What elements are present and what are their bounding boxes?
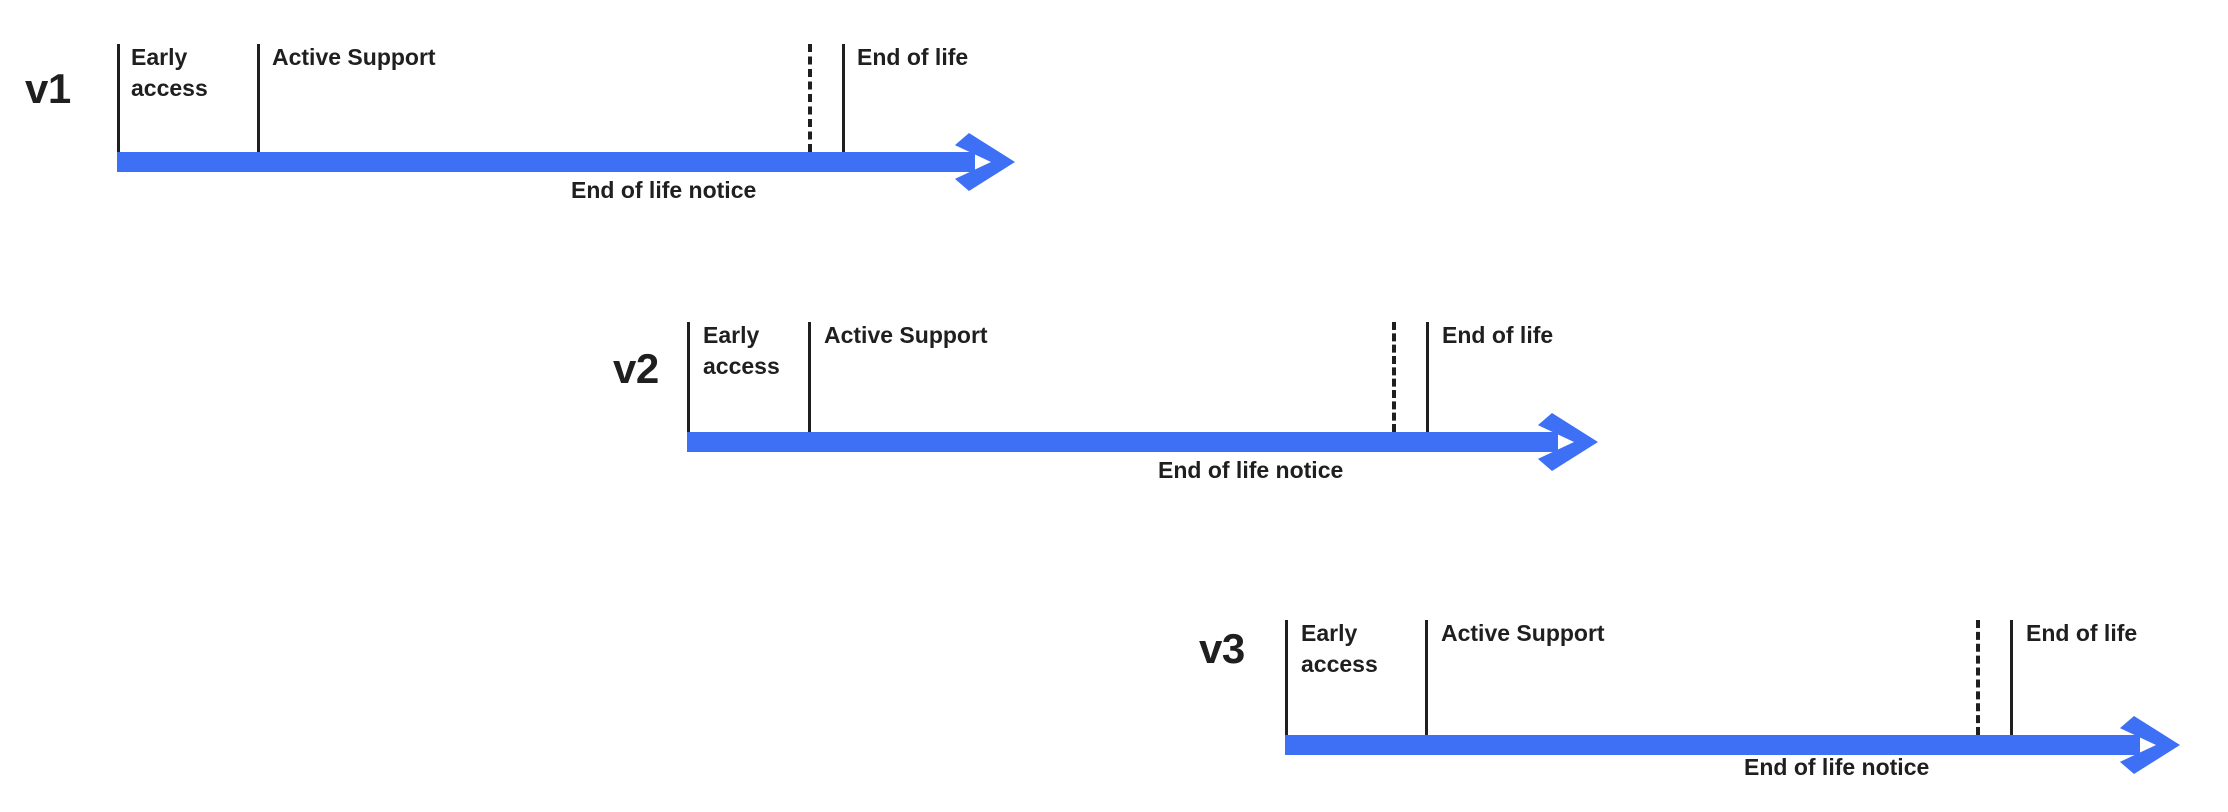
end-of-life-notice-divider: [1392, 322, 1396, 432]
phase-divider-early-access: [117, 44, 120, 152]
phase-divider-active-support: [257, 44, 260, 152]
phase-label-active-support: Active Support: [1441, 620, 1605, 646]
phase-divider-end-of-life: [2010, 620, 2013, 735]
phase-divider-end-of-life: [842, 44, 845, 152]
phase-label-early-access: Early access: [1301, 620, 1378, 677]
phase-label-early-access: Early access: [131, 44, 208, 101]
phase-label-early-access: Early access: [703, 322, 780, 379]
end-of-life-notice-divider: [1976, 620, 1980, 735]
phase-label-active-support: Active Support: [824, 322, 988, 348]
phase-divider-active-support: [808, 322, 811, 432]
phase-divider-active-support: [1425, 620, 1428, 735]
end-of-life-notice-label: End of life notice: [571, 177, 757, 203]
phase-label-end-of-life: End of life: [857, 44, 969, 70]
phase-label-end-of-life: End of life: [2026, 620, 2138, 646]
end-of-life-notice-divider: [808, 44, 812, 152]
end-of-life-notice-label: End of life notice: [1744, 754, 1930, 780]
phase-divider-early-access: [687, 322, 690, 432]
version-label-v3: v3: [1199, 625, 1245, 672]
phase-divider-end-of-life: [1426, 322, 1429, 432]
end-of-life-notice-label: End of life notice: [1158, 457, 1344, 483]
phase-divider-early-access: [1285, 620, 1288, 735]
version-label-v1: v1: [25, 65, 71, 112]
phase-label-active-support: Active Support: [272, 44, 436, 70]
phase-label-end-of-life: End of life: [1442, 322, 1554, 348]
version-label-v2: v2: [613, 345, 659, 392]
